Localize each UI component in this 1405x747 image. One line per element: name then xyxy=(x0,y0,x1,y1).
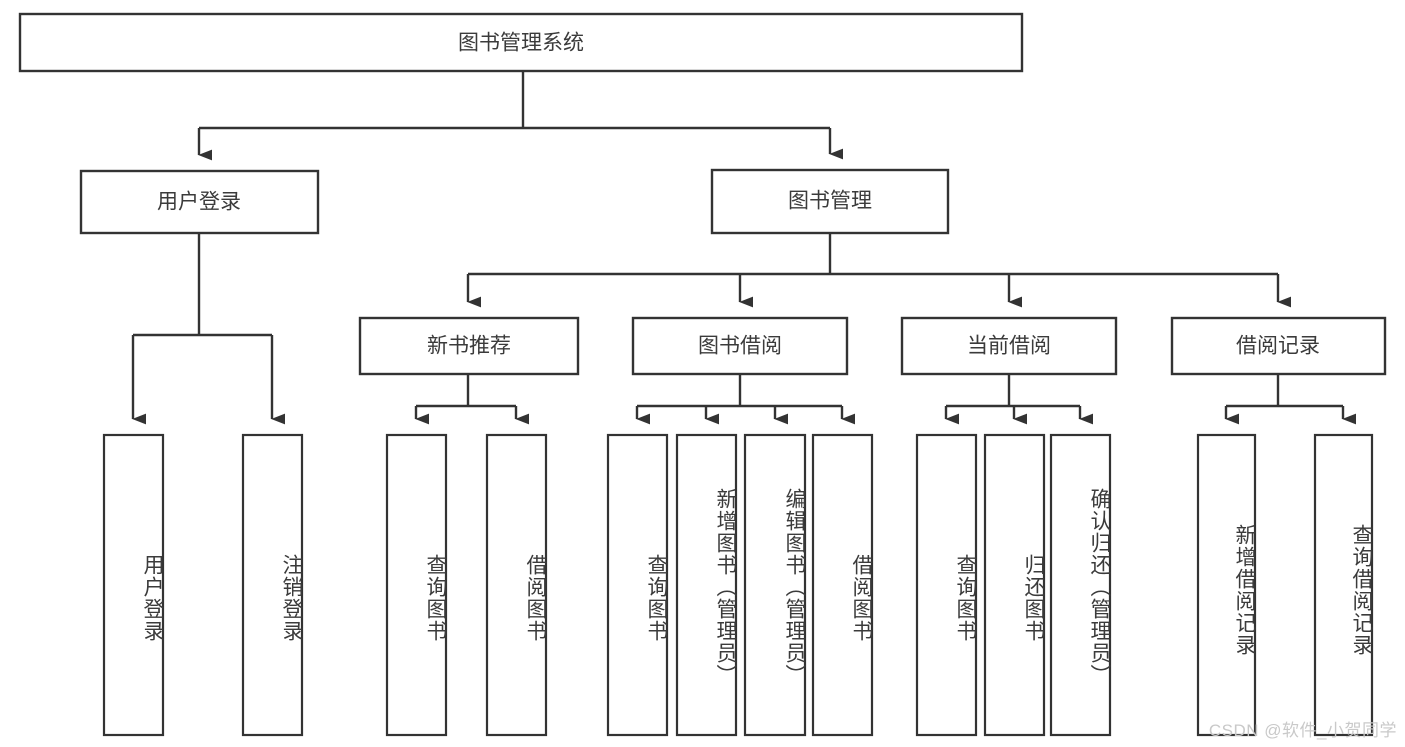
node-label-book-borrow: 图书借阅 xyxy=(698,335,782,358)
node-box-new-book-recommend[interactable] xyxy=(358,316,580,376)
node-box-leaf-nb-borrow-book[interactable] xyxy=(485,433,548,737)
node-box-leaf-user-logout[interactable] xyxy=(241,433,304,737)
node-label-new-book-recommend: 新书推荐 xyxy=(427,335,511,358)
node-box-book-manage[interactable] xyxy=(710,168,950,235)
node-box-leaf-bb-query-book[interactable] xyxy=(606,433,669,737)
node-box-leaf-bb-borrow-book[interactable] xyxy=(811,433,874,737)
edge-layer xyxy=(131,71,1357,425)
node-label-borrow-record: 借阅记录 xyxy=(1236,335,1320,358)
node-box-leaf-cb-query-book[interactable] xyxy=(915,433,978,737)
node-box-leaf-user-login[interactable] xyxy=(102,433,165,737)
node-box-borrow-record[interactable] xyxy=(1170,316,1387,376)
node-box-leaf-bb-edit-book[interactable] xyxy=(743,433,807,737)
node-box-leaf-cb-confirm-return[interactable] xyxy=(1049,433,1112,737)
node-label-user-login: 用户登录 xyxy=(157,191,241,214)
node-label-root: 图书管理系统 xyxy=(458,32,584,55)
node-box-book-borrow[interactable] xyxy=(631,316,849,376)
node-box-user-login[interactable] xyxy=(79,169,320,235)
node-label-current-borrow: 当前借阅 xyxy=(967,335,1051,358)
node-box-current-borrow[interactable] xyxy=(900,316,1118,376)
node-layer: 图书管理系统 用户登录 图书管理 新书推荐 图书借阅 当前借阅 借阅记录 xyxy=(18,12,1387,737)
node-box-leaf-cb-return-book[interactable] xyxy=(983,433,1046,737)
node-label-book-manage: 图书管理 xyxy=(788,190,872,213)
node-box-leaf-nb-query-book[interactable] xyxy=(385,433,448,737)
watermark-text: CSDN @软件_小贺同学 xyxy=(1208,721,1397,740)
node-box-leaf-br-query-record[interactable] xyxy=(1313,433,1374,737)
node-box-leaf-br-add-record[interactable] xyxy=(1196,433,1257,737)
node-box-leaf-bb-add-book[interactable] xyxy=(675,433,738,737)
node-box-root[interactable] xyxy=(18,12,1024,73)
